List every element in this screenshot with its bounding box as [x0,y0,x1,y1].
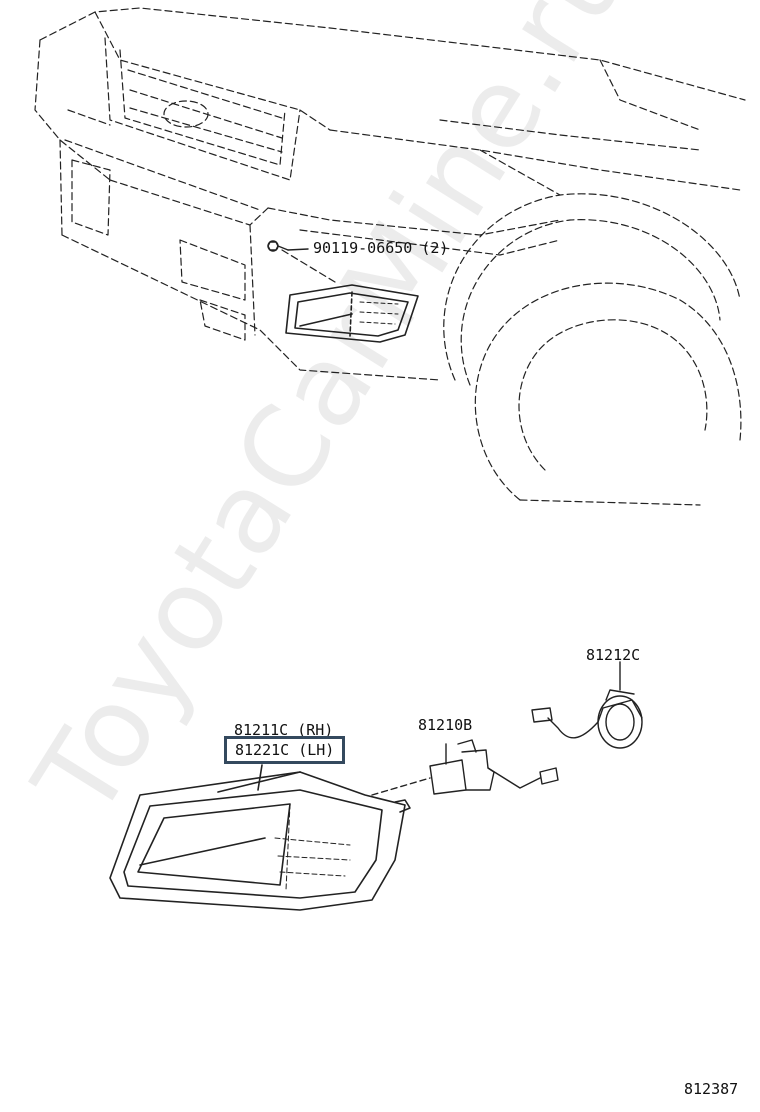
vehicle-front-outline [34,7,746,506]
bulb-socket [531,661,643,749]
label-housing-lh: 81221C (LH) [224,736,346,764]
label-bolt: 90119-06650 (2) [313,239,449,257]
diagram-number: 812387 [684,1080,739,1098]
fog-bulb [371,739,559,796]
label-housing-rh: 81211C (RH) [234,721,334,739]
label-bulb: 81210B [418,716,473,734]
bolt-part [267,240,309,252]
fog-lamp-installed [285,284,419,343]
fog-lamp-housing [109,764,411,911]
label-socket: 81212C [586,646,641,664]
